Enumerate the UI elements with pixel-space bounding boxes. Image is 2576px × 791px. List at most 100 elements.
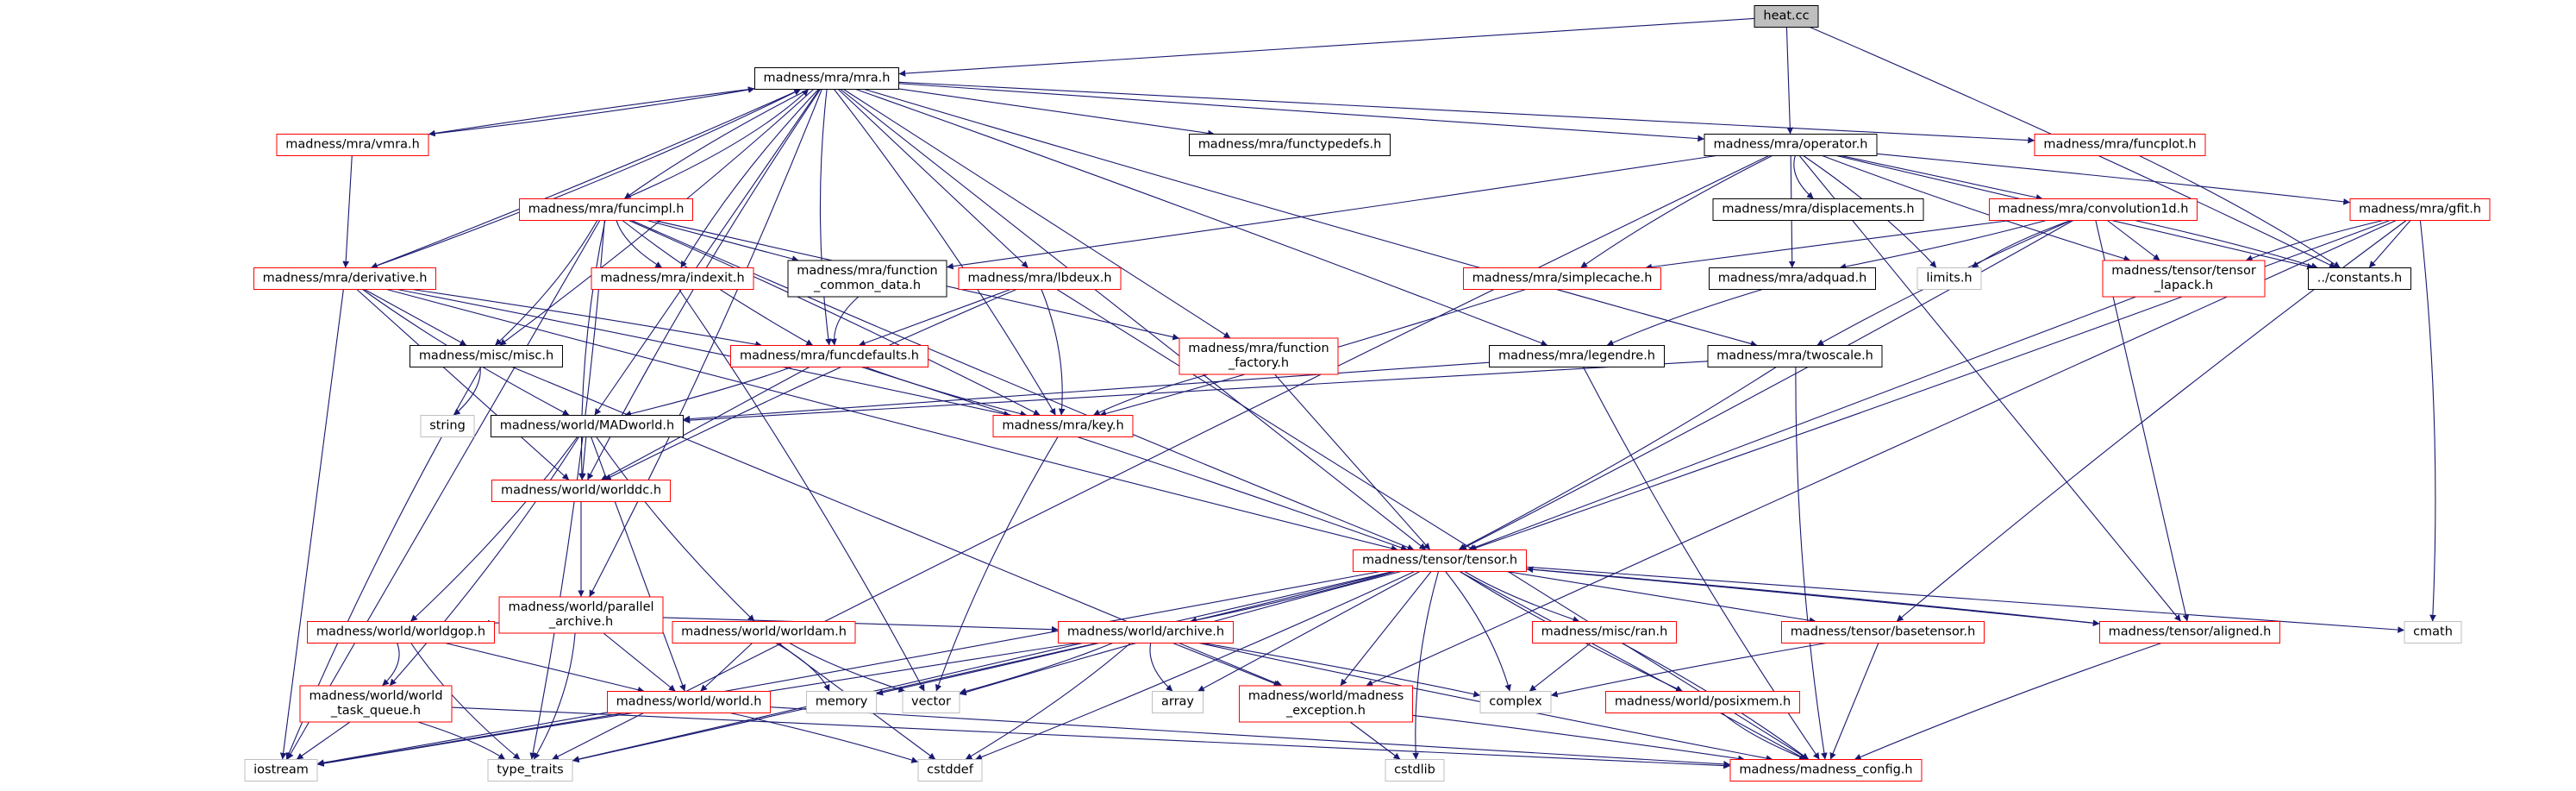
edge-parchive-to-typetraits bbox=[533, 632, 576, 760]
node-label: madness/tensor/tensor bbox=[2111, 264, 2256, 278]
edge-misc-to-string bbox=[453, 367, 481, 416]
edge-mra-to-functypedefs bbox=[898, 88, 1215, 137]
node-madness-misc-ran-h[interactable]: madness/misc/ran.h bbox=[1532, 621, 1677, 643]
node-madness-world-world-task-queue-h[interactable]: madness/world/world_task_queue.h bbox=[299, 685, 453, 723]
node-madness-madness-config-h[interactable]: madness/madness_config.h bbox=[1729, 759, 1923, 782]
node-madness-mra-gfit-h[interactable]: madness/mra/gfit.h bbox=[2349, 198, 2491, 221]
node-madness-world-madworld-h[interactable]: madness/world/MADworld.h bbox=[491, 415, 684, 437]
node-label: madness/world/madness bbox=[1248, 689, 1404, 703]
edge-convolution1d-to-limits bbox=[1971, 219, 2072, 268]
node-madness-mra-mra-h[interactable]: madness/mra/mra.h bbox=[754, 67, 899, 90]
node-label: madness/mra/key.h bbox=[1002, 419, 1123, 433]
edge-derivative-to-iostream bbox=[279, 289, 344, 760]
edge-operator-to-tlapack bbox=[1822, 154, 2131, 262]
edge-mra-to-funcplot bbox=[898, 81, 2035, 144]
node-madness-mra-functypedefs-h[interactable]: madness/mra/functypedefs.h bbox=[1189, 134, 1391, 156]
node-madness-tensor-tensor-lapack-h[interactable]: madness/tensor/tensor_lapack.h bbox=[2102, 260, 2266, 298]
node-madness-mra-operator-h[interactable]: madness/mra/operator.h bbox=[1704, 134, 1878, 156]
node-label: _factory.h bbox=[1228, 356, 1289, 370]
edge-funcdefaults-to-madworld bbox=[624, 366, 792, 417]
node-madness-mra-twoscale-h[interactable]: madness/mra/twoscale.h bbox=[1707, 345, 1883, 367]
edge-adquad-to-legendre bbox=[1606, 288, 1763, 347]
edge-archive-to-complex bbox=[1203, 642, 1481, 698]
node-label: madness/mra/adquad.h bbox=[1718, 272, 1867, 286]
node-madness-misc-misc-h[interactable]: madness/misc/misc.h bbox=[410, 345, 563, 367]
edge-tensor-to-cmath bbox=[1526, 566, 2405, 633]
edge-funcimpl-to-fcommon bbox=[647, 219, 799, 262]
node-madness-tensor-tensor-h[interactable]: madness/tensor/tensor.h bbox=[1353, 549, 1527, 572]
node-string: string bbox=[420, 415, 475, 437]
node-label: madness/world/world.h bbox=[616, 695, 762, 709]
edge-archive-to-vector bbox=[959, 642, 1113, 694]
node-madness-world-world-h[interactable]: madness/world/world.h bbox=[607, 691, 771, 713]
edge-fbdeux-to-funcdefaults bbox=[858, 288, 1011, 347]
edge-worldam-to-world bbox=[700, 643, 753, 692]
edge-tensor-to-array bbox=[1197, 571, 1421, 692]
node-madness-world-archive-h[interactable]: madness/world/archive.h bbox=[1058, 621, 1234, 643]
node-madness-mra-vmra-h[interactable]: madness/mra/vmra.h bbox=[276, 134, 429, 156]
node-madness-world-parallel-archive-h[interactable]: madness/world/parallel_archive.h bbox=[498, 596, 664, 634]
node-label: iostream bbox=[253, 763, 309, 777]
node-label: _task_queue.h bbox=[330, 704, 421, 718]
edge-parchive-to-world bbox=[603, 632, 676, 692]
node-madness-mra-lbdeux-h[interactable]: madness/mra/lbdeux.h bbox=[958, 267, 1122, 290]
edge-mra-to-madworld bbox=[594, 89, 820, 416]
node-cstdlib: cstdlib bbox=[1385, 759, 1445, 782]
node-madness-world-worlddc-h[interactable]: madness/world/worlddc.h bbox=[491, 480, 671, 502]
edge-operator-to-gfit bbox=[1876, 153, 2351, 205]
node-madness-mra-convolution1d-h[interactable]: madness/mra/convolution1d.h bbox=[1989, 198, 2198, 221]
node-madness-mra-displacements-h[interactable]: madness/mra/displacements.h bbox=[1712, 198, 1924, 221]
node-madness-mra-key-h[interactable]: madness/mra/key.h bbox=[992, 415, 1134, 437]
edge-mra-to-legendre bbox=[855, 88, 1548, 347]
node-madness-mra-simplecache-h[interactable]: madness/mra/simplecache.h bbox=[1463, 267, 1661, 290]
node-heat-cc[interactable]: heat.cc bbox=[1754, 5, 1819, 28]
node-label: madness/mra/mra.h bbox=[764, 72, 891, 85]
node-madness-mra-function-common-data-h[interactable]: madness/mra/function_common_data.h bbox=[787, 260, 947, 298]
edge-convolution1d-to-tensor bbox=[1460, 220, 2073, 550]
nodes-layer: heat.cc madness/mra/mra.h madness/mra/oper… bbox=[244, 5, 2491, 782]
edge-madworld-to-world bbox=[591, 436, 686, 692]
node-madness-world-posixmem-h[interactable]: madness/world/posixmem.h bbox=[1605, 691, 1800, 713]
node-madness-tensor-aligned-h[interactable]: madness/tensor/aligned.h bbox=[2099, 621, 2280, 643]
edge-tensor-to-aligned bbox=[1526, 568, 2100, 627]
node-label: madness/mra/gfit.h bbox=[2359, 203, 2481, 217]
node-madness-mra-funcdefaults-h[interactable]: madness/mra/funcdefaults.h bbox=[730, 345, 928, 367]
node-label: madness/mra/simplecache.h bbox=[1472, 272, 1653, 286]
edge-funcdefaults-to-key bbox=[865, 366, 1028, 417]
node-madness-mra-funcimpl-h[interactable]: madness/mra/funcimpl.h bbox=[519, 198, 693, 221]
edge-world-to-cstddef bbox=[729, 712, 919, 763]
edge-funcimpl-to-worlddc bbox=[578, 220, 606, 480]
node-madness-mra-legendre-h[interactable]: madness/mra/legendre.h bbox=[1489, 345, 1665, 367]
edge-tensor-to-iostream bbox=[316, 570, 1380, 766]
node-madness-world-worldam-h[interactable]: madness/world/worldam.h bbox=[672, 621, 856, 643]
node-madness-mra-function-factory-h[interactable]: madness/mra/function_factory.h bbox=[1179, 337, 1339, 375]
edge-mra-to-vmra bbox=[428, 88, 755, 137]
edge-funcimpl-to-iostream bbox=[286, 220, 601, 760]
node-label: madness/mra/legendre.h bbox=[1498, 349, 1655, 363]
edge-mra-to-tensor bbox=[840, 89, 1427, 550]
node-madness-mra-funcplot-h[interactable]: madness/mra/funcplot.h bbox=[2034, 134, 2206, 156]
node-iostream: iostream bbox=[244, 759, 318, 782]
edge-tensor-to-cstdlib bbox=[1412, 571, 1440, 760]
node-madness-world-worldgop-h[interactable]: madness/world/worldgop.h bbox=[307, 621, 495, 643]
node-madness-mra-indexit-h[interactable]: madness/mra/indexit.h bbox=[591, 267, 754, 290]
node-constants-h[interactable]: ../constants.h bbox=[2308, 267, 2411, 290]
node-label: array bbox=[1161, 695, 1194, 709]
node-madness-world-madness-exception-h[interactable]: madness/world/madness_exception.h bbox=[1239, 685, 1413, 723]
edge-wtq-to-typetraits bbox=[417, 721, 506, 760]
edge-derivative-to-worlddc bbox=[356, 289, 570, 480]
node-label: madness/mra/funcdefaults.h bbox=[740, 349, 919, 363]
node-madness-tensor-basetensor-h[interactable]: madness/tensor/basetensor.h bbox=[1781, 621, 1985, 643]
edge-tensor-to-miscran bbox=[1464, 571, 1580, 623]
edge-operator-to-aligned bbox=[1798, 155, 2182, 622]
node-memory: memory bbox=[806, 691, 877, 713]
edge-madworld-to-worldgop bbox=[410, 436, 578, 622]
edge-fbdeux-to-worlddc bbox=[603, 288, 1017, 480]
edge-funcdefaults-to-tensor bbox=[861, 366, 1408, 551]
node-madness-mra-adquad-h[interactable]: madness/mra/adquad.h bbox=[1709, 267, 1876, 290]
node-label: vector bbox=[911, 695, 951, 709]
node-madness-mra-derivative-h[interactable]: madness/mra/derivative.h bbox=[253, 267, 436, 290]
node-label: madness/world/archive.h bbox=[1067, 625, 1224, 639]
node-label: cstddef bbox=[927, 763, 974, 777]
